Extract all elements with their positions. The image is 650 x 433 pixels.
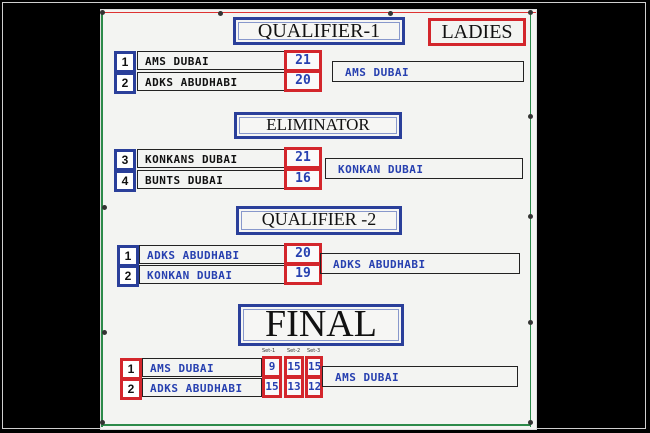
q1-winner: AMS DUBAI [332,61,524,82]
elim-seed-1: 3 [114,149,136,171]
final-team-2-set-1: 15 [262,376,282,398]
q1-team-2: ADKS ABUDHABI [137,72,285,91]
ladies-label: LADIES [428,18,526,46]
elim-team-1: KONKANS DUBAI [137,149,285,168]
elim-seed-2: 4 [114,170,136,192]
q1-score-2: 20 [284,70,322,92]
elim-team-2: BUNTS DUBAI [137,170,285,189]
q2-team-1: ADKS ABUDHABI [139,245,285,264]
final-team-1-set-2: 15 [284,356,304,378]
pin [102,330,107,335]
elim-score-1: 21 [284,147,322,169]
final-team-1-set-1: 9 [262,356,282,378]
q1-seed-2: 2 [114,72,136,94]
final-team-2-set-3: 12 [305,376,323,398]
q2-seed-2: 2 [117,265,139,287]
pin [528,214,533,219]
q2-score-1: 20 [284,243,322,265]
qualifier2-title: QUALIFIER -2 [236,206,402,235]
board-edge-red [104,12,536,13]
pin [528,10,533,15]
final-team-1-set-3: 15 [305,356,323,378]
q1-team-1: AMS DUBAI [137,51,285,70]
qualifier1-title: QUALIFIER-1 [233,17,405,45]
board-edge-green-left [101,12,103,427]
set-2-label: Set-2 [287,348,301,354]
pin [100,10,105,15]
elim-winner: KONKAN DUBAI [325,158,523,179]
q1-seed-1: 1 [114,51,136,73]
pin [528,320,533,325]
q1-score-1: 21 [284,50,322,72]
final-seed-1: 1 [120,358,142,380]
q2-seed-1: 1 [117,245,139,267]
pin [100,420,105,425]
elim-score-2: 16 [284,168,322,190]
final-team-2-set-2: 13 [284,376,304,398]
set-3-label: Set-3 [307,348,321,354]
pin [102,205,107,210]
pin [388,11,393,16]
board-edge-green-bottom [101,424,531,426]
eliminator-title: ELIMINATOR [234,112,402,139]
final-title: FINAL [238,304,404,346]
q2-winner: ADKS ABUDHABI [320,253,520,274]
pin [528,420,533,425]
q2-score-2: 19 [284,263,322,285]
final-winner: AMS DUBAI [322,366,518,387]
final-seed-2: 2 [120,378,142,400]
set-1-label: Set-1 [262,348,276,354]
final-team-1: AMS DUBAI [142,358,262,377]
q2-team-2: KONKAN DUBAI [139,265,285,284]
final-team-2: ADKS ABUDHABI [142,378,262,397]
pin [218,11,223,16]
board-edge-green-right [530,12,531,427]
pin [528,114,533,119]
